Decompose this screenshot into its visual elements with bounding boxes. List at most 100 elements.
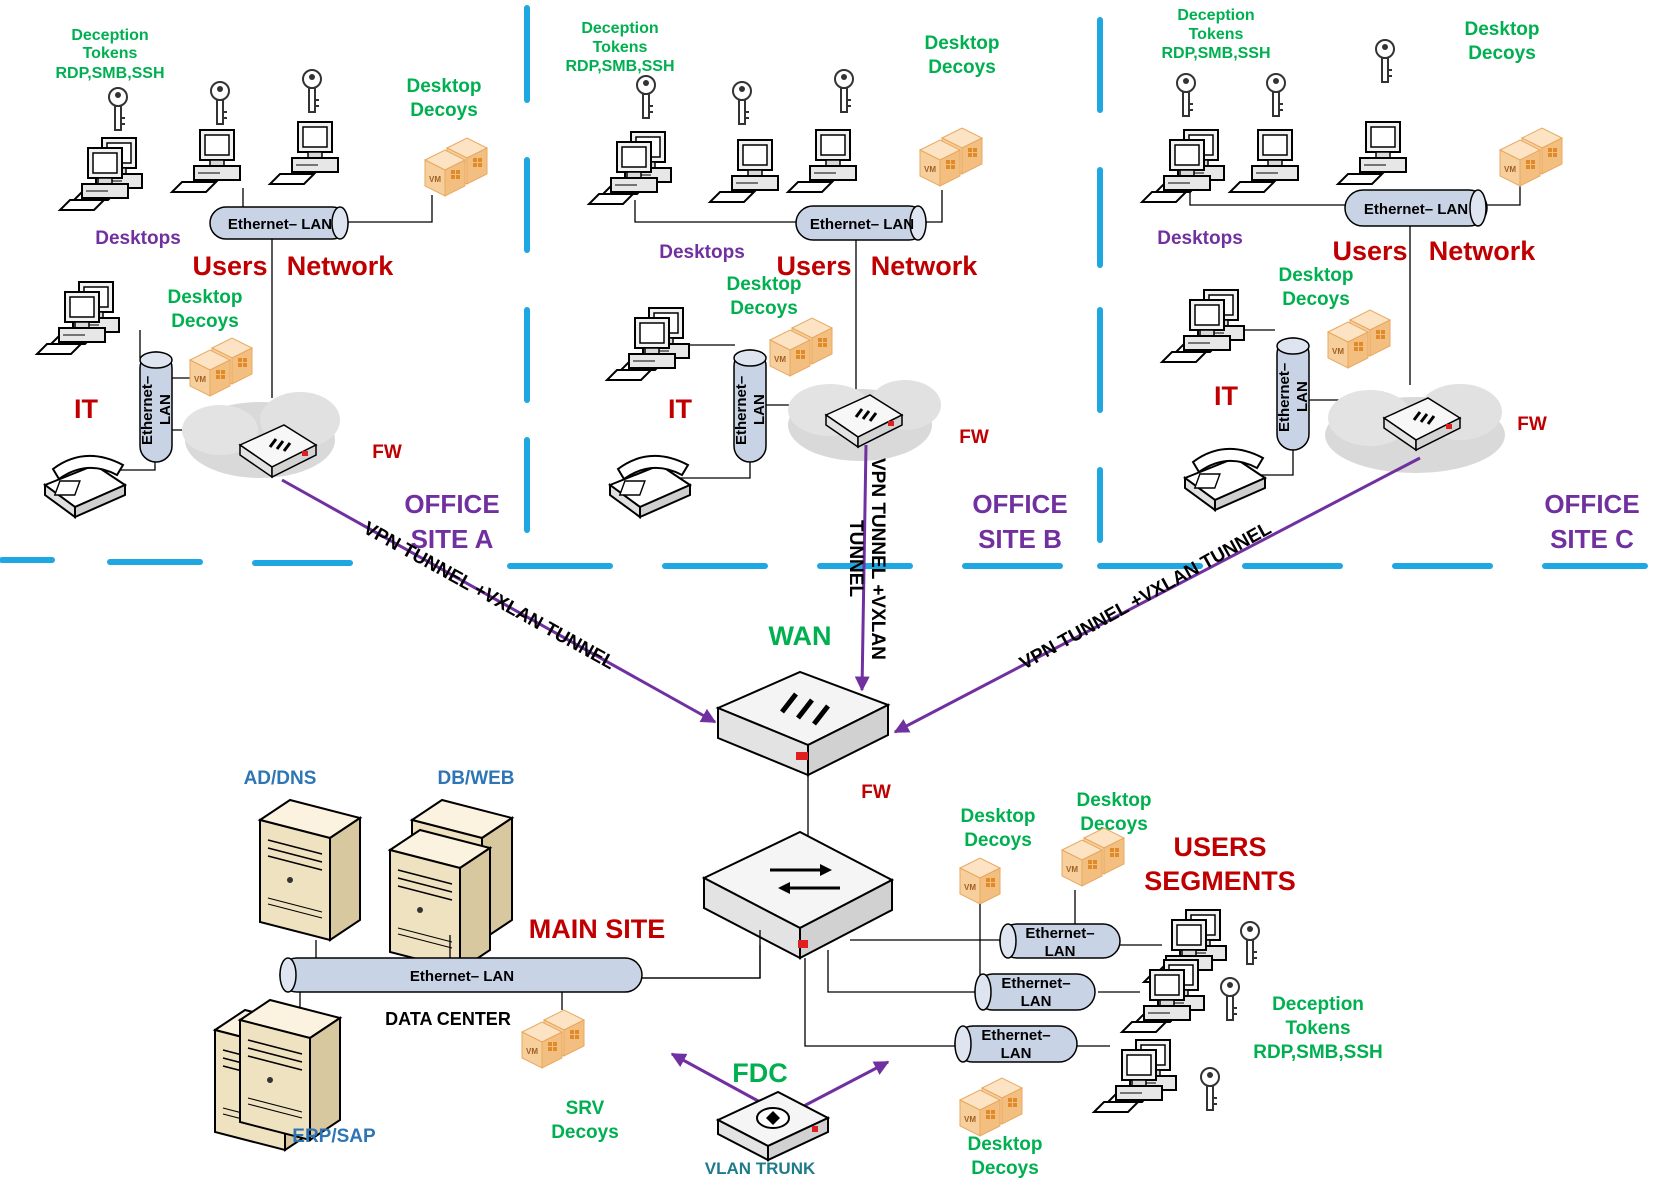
server-icon[interactable]	[259, 799, 361, 941]
site-b-lan-v-2: LAN	[751, 394, 768, 425]
site-b-network-label: Network	[871, 251, 979, 281]
desktop-pc-icon[interactable]	[787, 129, 857, 193]
site-a-decoys-it-1: Desktop	[168, 287, 243, 308]
ethernet-lan-bus: Ethernet– LAN	[999, 923, 1121, 960]
site-c-users-label: Users	[1332, 236, 1407, 266]
ethernet-lan-bus: Ethernet– LAN	[1344, 189, 1488, 227]
ad-dns-label: AD/DNS	[244, 768, 317, 789]
segment-lan-1-line-1: Ethernet–	[1025, 925, 1094, 942]
site-b-fw-label: FW	[959, 427, 989, 448]
site-a-tokens-1: Deception	[71, 27, 148, 44]
desktop-pc-icon[interactable]	[60, 138, 142, 210]
site-c-tokens-3: RDP,SMB,SSH	[1161, 45, 1270, 62]
users-segments-title-1: USERS	[1173, 832, 1266, 862]
site-a-desktops-label: Desktops	[95, 228, 181, 249]
core-network: WAN FW FD	[640, 621, 1000, 1178]
server-icon[interactable]	[389, 829, 491, 971]
desktop-pc-icon[interactable]	[37, 282, 119, 354]
site-a-network-label: Network	[287, 251, 395, 281]
desktop-pc-icon[interactable]	[1094, 1040, 1176, 1112]
segment-lan-3-line-1: Ethernet–	[981, 1027, 1050, 1044]
site-b-lan-label: Ethernet– LAN	[810, 216, 914, 233]
vm-decoy-icon	[190, 338, 252, 396]
key-icon	[1375, 39, 1395, 83]
site-a-label-2: SITE A	[411, 524, 494, 554]
ethernet-lan-bus: Ethernet– LAN	[795, 205, 927, 241]
site-a-lan-v-1: Ethernet–	[139, 376, 156, 445]
ethernet-lan-bus: Ethernet– LAN	[279, 957, 643, 993]
site-c-desktops-label: Desktops	[1157, 228, 1243, 249]
ethernet-lan-bus: Ethernet– LAN	[954, 1025, 1078, 1063]
segment-decoys-c-2: Decoys	[971, 1158, 1039, 1179]
segment-lan-3-line-2: LAN	[1001, 1045, 1032, 1062]
segment-decoys-a-2: Decoys	[964, 830, 1032, 851]
tunnel-b-label-1: VPN TUNNEL +VXLAN	[867, 458, 888, 660]
office-site-b: Deception Tokens RDP,SMB,SSH Desktop Dec…	[565, 20, 1067, 554]
desktop-pc-icon[interactable]	[1122, 960, 1204, 1032]
site-b-tokens-2: Tokens	[593, 39, 648, 56]
site-c-lan-v-1: Ethernet–	[1276, 363, 1293, 432]
ethernet-lan-bus: Ethernet– LAN	[209, 206, 349, 240]
site-c-label-1: OFFICE	[1544, 489, 1639, 519]
desktop-pc-icon[interactable]	[589, 132, 671, 204]
desktop-pc-icon[interactable]	[269, 121, 339, 185]
server-icon[interactable]	[239, 999, 341, 1141]
desktop-pc-icon[interactable]	[1337, 121, 1407, 185]
segment-decoys-b-2: Decoys	[1080, 814, 1148, 835]
core-switch-icon[interactable]	[701, 830, 895, 960]
desktop-pc-icon[interactable]	[1142, 130, 1224, 202]
main-firewall-icon[interactable]	[715, 670, 891, 777]
site-b-decoys-it-1: Desktop	[727, 274, 802, 295]
ethernet-lan-vertical: Ethernet– LAN	[1276, 337, 1311, 451]
site-b-decoys-top-2: Decoys	[928, 57, 996, 78]
erp-sap-label: ERP/SAP	[292, 1126, 376, 1147]
site-a-lan-label: Ethernet– LAN	[228, 216, 332, 233]
desktop-pc-icon[interactable]	[709, 139, 779, 203]
db-web-label: DB/WEB	[437, 768, 514, 789]
fdc-appliance-icon[interactable]	[715, 1090, 831, 1162]
site-c-tokens-1: Deception	[1177, 7, 1254, 24]
key-icon	[636, 75, 656, 119]
segment-decoys-c-1: Desktop	[968, 1134, 1043, 1155]
site-b-label-2: SITE B	[978, 524, 1062, 554]
desktop-pc-icon[interactable]	[171, 129, 241, 193]
site-b-label-1: OFFICE	[972, 489, 1067, 519]
phone-icon[interactable]	[609, 454, 691, 518]
site-a-lan-v-2: LAN	[157, 394, 174, 425]
site-b-users-label: Users	[776, 251, 851, 281]
ethernet-lan-vertical: Ethernet– LAN	[733, 349, 768, 463]
vm-decoy-icon	[425, 138, 487, 196]
tunnel-b-label-2: TUNNEL	[845, 520, 866, 597]
site-a-decoys-top-2: Decoys	[410, 100, 478, 121]
site-b-tokens-1: Deception	[581, 20, 658, 37]
site-b-desktops-label: Desktops	[659, 242, 745, 263]
segment-decoys-a-1: Desktop	[961, 806, 1036, 827]
site-a-tokens-3: RDP,SMB,SSH	[55, 65, 164, 82]
desktop-pc-icon[interactable]	[607, 308, 689, 380]
segment-decoys-b-1: Desktop	[1077, 790, 1152, 811]
desktop-pc-icon[interactable]	[1229, 129, 1299, 193]
key-icon	[1220, 977, 1240, 1021]
desktop-pc-icon[interactable]	[1162, 290, 1244, 362]
main-site-title: MAIN SITE	[529, 914, 666, 944]
segment-tokens-2: Tokens	[1285, 1018, 1350, 1039]
site-c-lan-v-2: LAN	[1294, 381, 1311, 412]
key-icon	[210, 81, 230, 125]
vlan-trunk-label: VLAN TRUNK	[705, 1159, 816, 1178]
key-icon	[302, 69, 322, 113]
phone-icon[interactable]	[1184, 447, 1266, 511]
site-b-lan-v-1: Ethernet–	[733, 376, 750, 445]
site-a-it-label: IT	[74, 394, 99, 424]
phone-icon[interactable]	[44, 454, 126, 518]
ethernet-lan-bus: Ethernet– LAN	[974, 973, 1096, 1011]
main-site: AD/DNS DB/WEB MAIN SITE Ethernet– LAN DA…	[214, 768, 761, 1151]
key-icon	[1200, 1067, 1220, 1111]
main-site-lan-label: Ethernet– LAN	[410, 968, 514, 985]
segment-lan-2-line-1: Ethernet–	[1001, 975, 1070, 992]
site-c-decoys-top-1: Desktop	[1465, 19, 1540, 40]
key-icon	[108, 87, 128, 131]
key-icon	[732, 81, 752, 125]
site-c-decoys-it-1: Desktop	[1279, 265, 1354, 286]
site-c-it-label: IT	[1214, 381, 1239, 411]
